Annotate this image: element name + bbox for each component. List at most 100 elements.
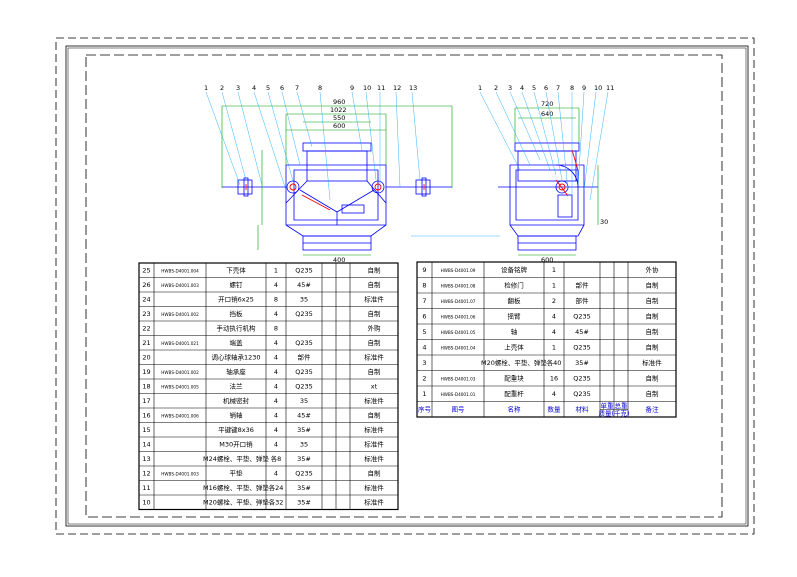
dim-label: 600: [333, 122, 345, 130]
balloon-label: 11: [377, 84, 385, 92]
balloon-label: 9: [582, 84, 586, 92]
dim-label: 30: [600, 218, 608, 226]
table-cell: 4: [274, 368, 278, 376]
table-cell: 配重块: [504, 374, 524, 383]
table-cell: 自制: [646, 281, 660, 290]
table-header-cell: 序号: [418, 405, 432, 414]
table-cell: Q235: [573, 390, 591, 398]
table-cell: 21: [142, 339, 150, 347]
table-cell: 自制: [368, 280, 382, 289]
table-cell: Q235: [573, 375, 591, 383]
table-cell: HWBS-D4001.08: [441, 284, 476, 289]
table-header-cell: 总重: [615, 401, 629, 410]
balloon-label: 10: [594, 84, 602, 92]
table-cell: HWBS-D4001.003: [161, 472, 199, 477]
table-cell: 自制: [368, 367, 382, 376]
side-view-balloons: 1 2 3 4 5 6 7 8 9 10 11: [478, 84, 614, 92]
table-cell: 1: [552, 266, 556, 274]
balloon-label: 3: [236, 84, 240, 92]
table-cell: 4: [552, 390, 556, 398]
table-cell: 35#: [297, 484, 311, 492]
table-cell: 标准件: [364, 425, 384, 434]
table-cell: Q235: [573, 313, 591, 321]
table-cell: Q235: [295, 267, 313, 275]
table-header-cell: 名称: [508, 405, 522, 414]
table-cell: 机械密封: [223, 396, 250, 405]
table-cell: M30开口销: [219, 440, 253, 449]
table-cell: 自制: [368, 338, 382, 347]
table-cell: xt: [371, 383, 378, 391]
balloon-label: 1: [478, 84, 482, 92]
front-view-leaders: [205, 91, 421, 201]
front-view: [222, 142, 452, 251]
table-header-cell: 备注: [646, 405, 660, 414]
table-cell: Q235: [295, 383, 313, 391]
table-cell: 4: [274, 412, 278, 420]
table-cell: 法兰: [230, 382, 244, 391]
table-cell: 8: [422, 282, 426, 290]
table-cell: 4: [274, 310, 278, 318]
table-cell: 自制: [646, 312, 660, 321]
table-cell: 挡板: [230, 309, 244, 318]
balloon-label: 4: [252, 84, 256, 92]
table-cell: 45#: [575, 328, 589, 336]
table-cell: 4: [274, 426, 278, 434]
table-cell: 外购: [368, 324, 382, 333]
table-cell: 标准件: [364, 295, 384, 304]
table-cell: 各8: [271, 454, 282, 463]
table-cell: HWBS-D4001.006: [161, 414, 199, 419]
table-cell: Q235: [295, 470, 313, 478]
side-view: [498, 142, 598, 251]
table-cell: 轴: [511, 327, 518, 336]
table-header-cell: 单重: [601, 401, 615, 410]
table-cell: 自制: [368, 411, 382, 420]
table-cell: Q235: [295, 310, 313, 318]
table-cell: 检修门: [504, 281, 524, 290]
table-cell: 4: [274, 354, 278, 362]
table-cell: 35#: [297, 499, 311, 507]
table-cell: 24: [142, 296, 150, 304]
table-cell: 9: [422, 266, 426, 274]
table-cell: 8: [274, 325, 278, 333]
dim-label: 600: [541, 256, 553, 264]
side-view-dim-labels: 720 640 30 600: [541, 100, 608, 264]
table-cell: 自制: [646, 374, 660, 383]
table-cell: 14: [142, 441, 150, 449]
table-cell: 端盖: [230, 338, 244, 347]
table-cell: 部件: [298, 353, 312, 362]
dim-label: 550: [333, 114, 345, 122]
table-cell: 外协: [646, 265, 660, 274]
table-header-cell: 材料: [576, 405, 590, 414]
table-cell: 10: [142, 499, 150, 507]
table-cell: 3: [422, 359, 426, 367]
balloon-label: 10: [363, 84, 371, 92]
table-cell: 开口销6x25: [218, 295, 254, 304]
table-cell: 自制: [368, 469, 382, 478]
table-cell: HWBS-D4001.06: [441, 315, 476, 320]
table-cell: HWBS-D4001.003: [161, 283, 199, 288]
table-cell: HWBS-D4001.004: [161, 269, 199, 274]
table-cell: 18: [142, 383, 150, 391]
balloon-label: 3: [508, 84, 512, 92]
table-cell: 2: [422, 375, 426, 383]
table-cell: 45#: [297, 281, 311, 289]
table-cell: 35: [300, 397, 308, 405]
table-cell: 11: [142, 484, 150, 492]
table-cell: 25: [142, 267, 150, 275]
table-cell: 标准件: [364, 396, 384, 405]
table-cell: M16螺栓、平垫、弹垫: [203, 483, 269, 492]
table-cell: 标准件: [364, 498, 384, 507]
table-cell: 16: [550, 375, 558, 383]
table-cell: 19: [142, 368, 150, 376]
table-cell: 35: [300, 441, 308, 449]
table-cell: 5: [422, 328, 426, 336]
table-cell: 13: [142, 455, 150, 463]
table-cell: 自制: [646, 296, 660, 305]
table-cell: Q235: [295, 368, 313, 376]
table-cell: 下壳体: [226, 266, 246, 275]
balloon-label: 8: [318, 84, 322, 92]
table-cell: HWBS-D4001.005: [161, 385, 199, 390]
table-cell: 26: [142, 281, 150, 289]
